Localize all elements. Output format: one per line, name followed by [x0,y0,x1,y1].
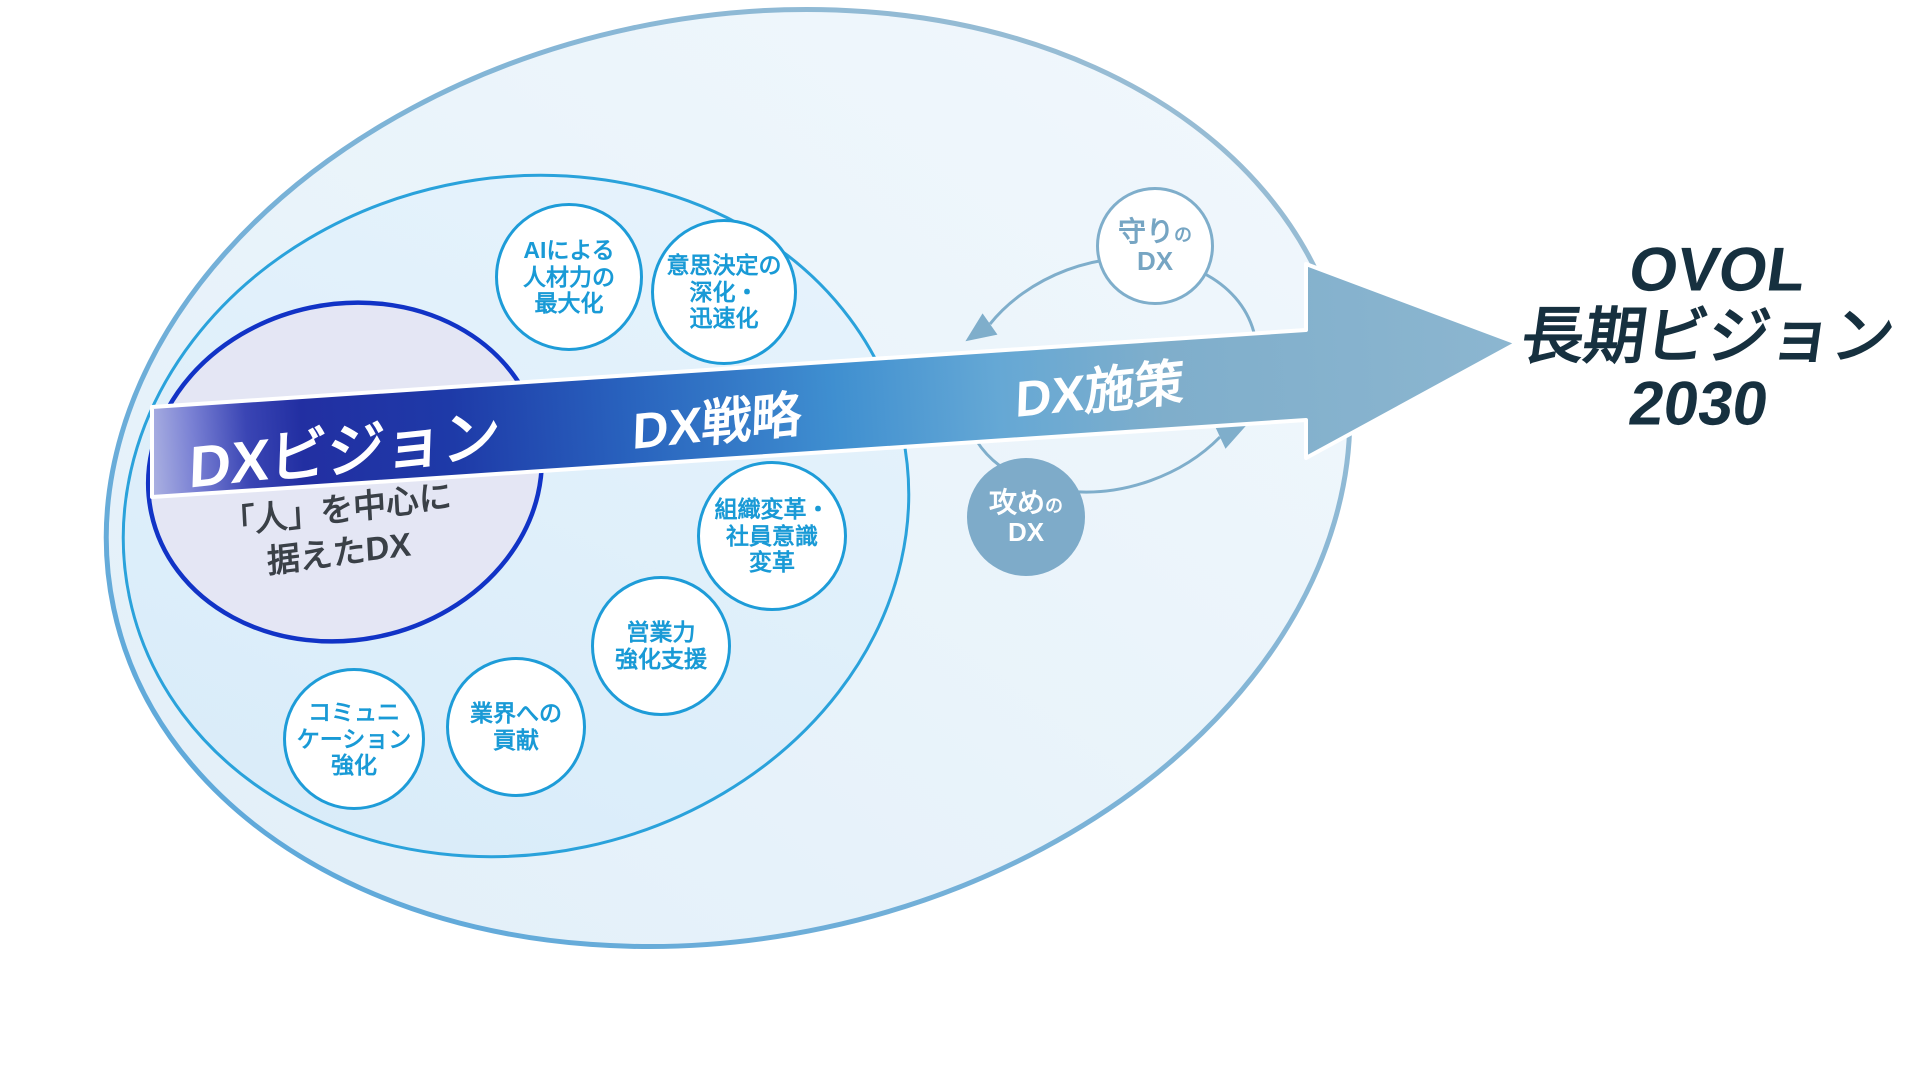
topic-line: 深化・ [689,278,759,305]
topic-line: 人材力の [523,263,615,290]
defensive-dx-main: 守り [1117,215,1174,247]
goal-line3: 2030 [1624,369,1773,439]
topic-circle-communication: コミュニ ケーション 強化 [283,668,425,810]
topic-line: 迅速化 [689,305,759,332]
topic-line: 強化 [331,752,377,779]
topic-circle-decision-making: 意思決定の 深化・ 迅速化 [651,219,797,365]
offensive-dx-particle: の [1045,495,1063,516]
topic-line: 強化支援 [615,646,707,672]
topic-circle-industry-contribution: 業界への 貢献 [446,657,586,797]
goal-line1: OVOL [1624,235,1811,305]
topic-line: 意思決定の [666,251,782,278]
offensive-dx-sub: DX [1007,517,1045,548]
topic-circle-sales-support: 営業力 強化支援 [591,576,731,716]
defensive-dx-sub: DX [1136,246,1174,277]
goal-title: OVOL 長期ビジョン 2030 [1508,235,1908,439]
cycle-arrowhead-left-icon [965,313,998,342]
goal-line2: 長期ビジョン [1517,302,1899,372]
topic-circle-ai-human-resources: AIによる 人材力の 最大化 [495,203,643,351]
topic-line: コミュニ [308,698,400,725]
main-arrow-band [150,262,1519,499]
defensive-dx-particle: の [1174,224,1192,245]
topic-line: AIによる [523,236,615,263]
offensive-dx-line1: 攻め の [988,486,1063,518]
defensive-dx-line1: 守り の [1117,215,1192,247]
topic-circle-organizational-change: 組織変革・ 社員意識 変革 [697,461,847,611]
topic-line: 社員意識 [726,522,818,549]
topic-line: 変革 [749,549,795,576]
offensive-dx-circle: 攻め の DX [967,458,1085,576]
topic-line: 営業力 [626,619,696,646]
defensive-dx-circle: 守り の DX [1096,187,1214,305]
topic-line: 組織変革・ [714,495,830,522]
cycle-arrowhead-right-icon [1214,424,1248,449]
topic-line: 貢献 [493,727,539,753]
topic-line: ケーション [296,725,412,752]
topic-line: 業界への [470,700,562,727]
offensive-dx-main: 攻め [988,486,1045,518]
topic-line: 最大化 [534,290,604,317]
